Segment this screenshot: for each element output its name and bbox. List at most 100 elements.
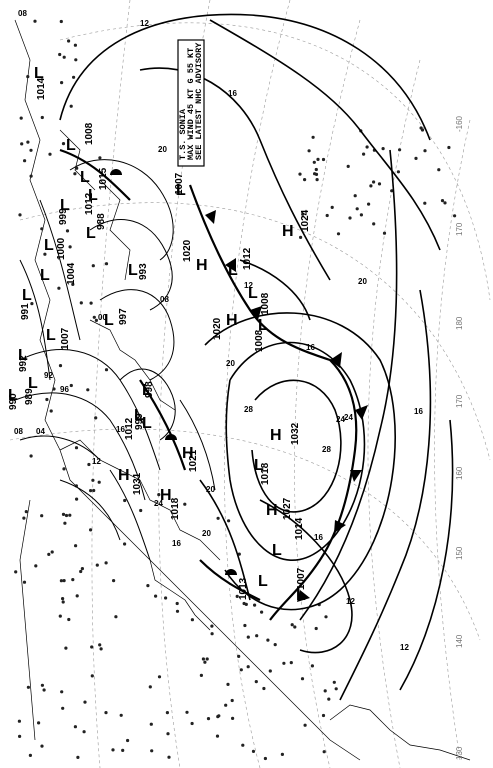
low-letter: L (60, 197, 70, 214)
station-dot (443, 201, 447, 205)
station-dot (45, 397, 49, 402)
station-dot (313, 172, 317, 176)
isobar-label: 12 (92, 457, 101, 466)
station-dot (282, 661, 286, 665)
station-dot (185, 710, 189, 714)
low-pressure-value: 998 (144, 381, 155, 398)
station-dot (73, 725, 77, 729)
station-dot (312, 160, 316, 164)
station-dot (69, 104, 73, 108)
station-dot (217, 714, 221, 718)
station-dot (61, 597, 65, 601)
low-pressure-value: 1004 (66, 262, 77, 285)
station-dot (382, 231, 387, 235)
station-dot (190, 721, 194, 726)
low-pressure-value: 988 (96, 213, 107, 230)
station-dot (224, 703, 228, 707)
station-dot (327, 697, 331, 701)
low-letter: L (46, 327, 56, 344)
station-dot (91, 478, 95, 482)
station-dot (28, 753, 32, 758)
station-dot (423, 201, 427, 205)
station-dot (336, 232, 341, 236)
station-dot (30, 302, 34, 306)
station-dot (322, 750, 326, 754)
isobar-label: 28 (244, 405, 253, 414)
station-dot (325, 213, 329, 218)
high-pressure-value: 1032 (290, 422, 301, 445)
low-pressure-value: 990 (8, 393, 19, 410)
station-dot (60, 81, 64, 85)
high-letter: H (182, 445, 194, 462)
station-dot (293, 625, 297, 629)
low-letter: L (272, 542, 282, 559)
station-dot (300, 677, 305, 681)
station-dot (190, 618, 194, 622)
advisory-line-2: MAX WIND 45 KT G 55 KT (186, 48, 196, 160)
advisory-line-1: T.S. SONIA (178, 108, 188, 160)
station-dot (52, 387, 56, 391)
isobar-labels: 12 16 20 24 28 20 16 12 08 04 00 96 92 0… (14, 9, 423, 652)
station-dot (98, 156, 102, 160)
low-letter: L (66, 137, 76, 154)
station-dot (154, 594, 158, 598)
high-letter: H (196, 257, 208, 274)
coastlines (14, 19, 471, 761)
station-dot (42, 688, 46, 692)
station-dot (372, 222, 376, 226)
station-dot (91, 264, 95, 268)
station-dot (59, 19, 63, 24)
station-dot (348, 216, 352, 220)
station-dot (230, 698, 234, 703)
low-letter: L (18, 347, 28, 364)
station-dot (175, 609, 180, 613)
isobar-label: 08 (18, 9, 27, 18)
low-pressure-value: 1014 (294, 517, 305, 540)
station-dot (139, 508, 143, 513)
station-dot (165, 711, 169, 715)
station-dot (24, 510, 28, 514)
station-dot (303, 723, 307, 727)
station-dot (61, 600, 65, 604)
station-dot (246, 665, 250, 669)
low-letter: L (296, 587, 306, 604)
station-dot (73, 43, 77, 47)
station-dot (206, 717, 211, 721)
station-dot (263, 756, 267, 761)
station-dot (246, 635, 250, 639)
station-dot (289, 661, 293, 665)
station-dot (64, 646, 68, 650)
station-dot (183, 502, 187, 506)
station-dot (266, 638, 270, 642)
low-letter: L (8, 387, 18, 404)
isobar-label: 12 (244, 281, 253, 290)
station-dot (79, 569, 83, 574)
station-dot (420, 128, 425, 132)
isobar-label: 20 (358, 277, 367, 286)
isobar-label: 96 (60, 385, 69, 394)
station-dot (398, 148, 402, 152)
low-pressure-value: 1007 (174, 172, 185, 195)
low-letter: L (142, 415, 152, 432)
station-dot (260, 610, 264, 614)
station-dot (121, 748, 125, 753)
station-dot (146, 584, 150, 588)
station-dot (89, 301, 93, 305)
station-dot (175, 601, 179, 606)
station-dot (87, 462, 91, 467)
station-dot (253, 603, 257, 607)
station-dot (314, 167, 318, 172)
station-dot (94, 318, 98, 322)
station-dot (104, 711, 108, 715)
low-pressure-value: 993 (138, 263, 149, 280)
station-dot (298, 172, 302, 176)
station-dot (362, 152, 366, 156)
station-dot (89, 489, 93, 493)
advisory-line-3: SEE LATEST NHC ADVISORY (194, 42, 204, 160)
isobar-label: 08 (160, 295, 169, 304)
longitude-label: 170 (455, 222, 464, 236)
station-dot (20, 142, 24, 146)
station-dot (114, 615, 118, 619)
